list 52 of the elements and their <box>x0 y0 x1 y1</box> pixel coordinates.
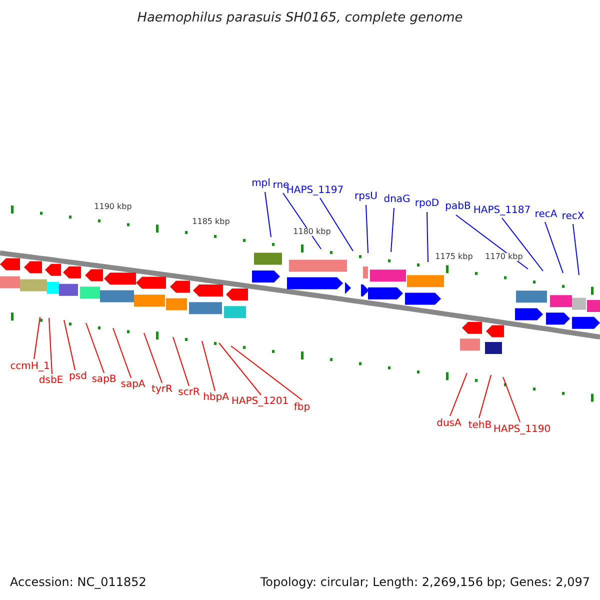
leader-line <box>86 322 104 374</box>
leader-line <box>34 316 40 360</box>
leader-line <box>502 218 544 272</box>
gene-label: scrR <box>178 388 200 398</box>
leader-line <box>390 208 394 252</box>
scale-label: 1170 kbp <box>485 253 523 261</box>
leader-line <box>426 212 428 262</box>
leader-line <box>172 336 190 386</box>
gene-label: dnaG <box>384 195 410 205</box>
leader-line <box>502 376 520 422</box>
gene-label: dsbE <box>38 376 64 386</box>
gene-label: psd <box>69 372 87 382</box>
leader-line <box>230 346 302 400</box>
gene-label: hbpA <box>203 393 229 403</box>
leader-line <box>218 342 262 396</box>
topology-text: Topology: circular; Length: 2,269,156 bp; Genes: 2,097 <box>260 576 590 588</box>
gene-label: tehB <box>468 421 492 431</box>
scale-label: 1185 kbp <box>192 218 230 226</box>
gene-label: ccmH_1 <box>10 362 50 372</box>
leader-line <box>544 222 564 274</box>
gene-label: fbp <box>294 403 310 413</box>
gene-label: sapA <box>120 380 146 390</box>
leader-line <box>572 224 580 276</box>
leader-line <box>366 204 368 254</box>
gene-label: HAPS_1190 <box>493 425 551 435</box>
gene-label: recX <box>562 212 584 222</box>
leader-line <box>264 192 272 238</box>
leader-line <box>202 340 216 392</box>
scale-label: 1175 kbp <box>435 253 473 261</box>
gene-label: sapB <box>92 375 116 385</box>
leader-line <box>48 318 52 374</box>
scale-label: 1190 kbp <box>94 203 132 211</box>
gene-label: mpl <box>252 179 270 189</box>
gene-label: pabB <box>445 202 471 212</box>
leader-line <box>450 372 468 416</box>
leader-line <box>64 320 76 370</box>
gene-label: tyrR <box>152 385 172 395</box>
gene-label: HAPS_1187 <box>473 206 531 216</box>
leader-line <box>144 332 162 384</box>
leader-line <box>456 214 528 270</box>
scale-label: 1180 kbp <box>293 228 331 236</box>
gene-label: dusA <box>436 419 462 429</box>
gene-label: HAPS_1201 <box>231 397 289 407</box>
gene-label: HAPS_1197 <box>286 186 344 196</box>
accession-text: Accession: NC_011852 <box>10 576 146 588</box>
gene-label: rpsU <box>354 192 378 202</box>
gene-label: rpoD <box>414 199 440 209</box>
leader-line <box>112 328 132 378</box>
gene-label: recA <box>534 210 558 220</box>
title: Haemophilus parasuis SH0165, complete genome <box>137 12 463 24</box>
leader-line <box>320 198 354 252</box>
leader-line <box>478 374 492 418</box>
